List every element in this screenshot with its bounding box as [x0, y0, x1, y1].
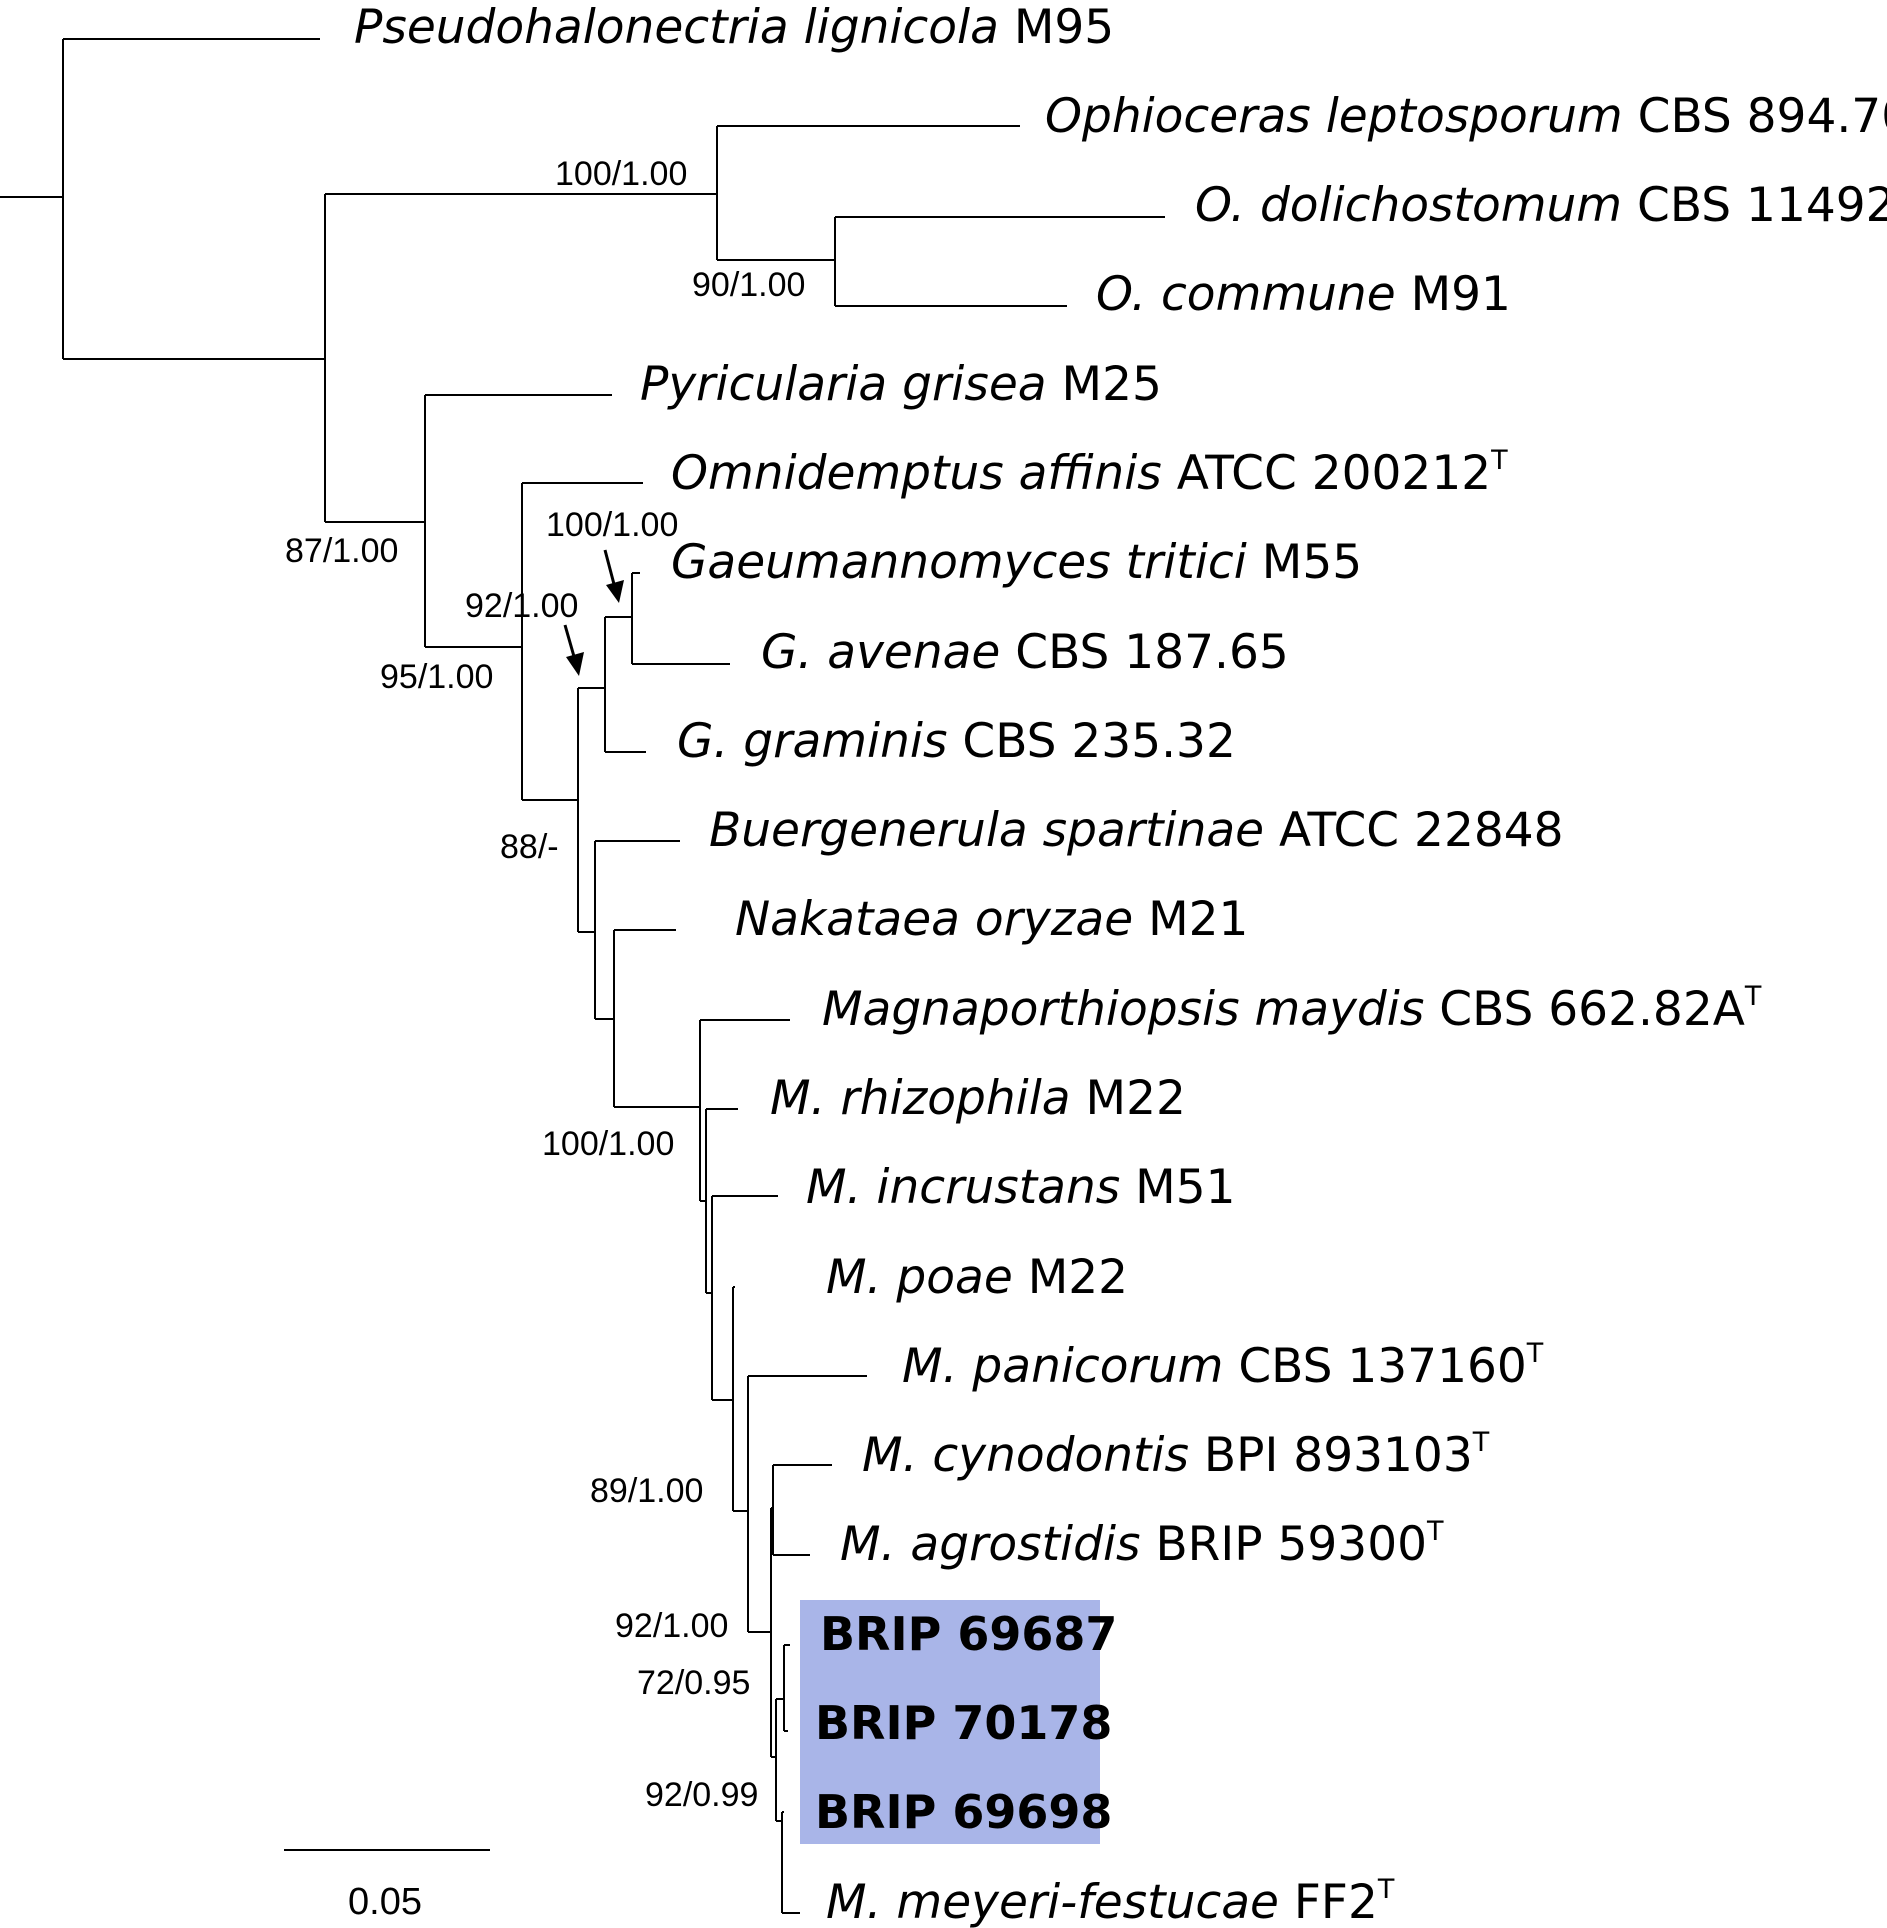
taxon-m-agrostidis: M. agrostidis BRIP 59300T	[840, 1516, 1444, 1572]
taxon-m-cynodontis: M. cynodontis BPI 893103T	[862, 1427, 1490, 1483]
support-node-88: 88/-	[500, 828, 559, 866]
taxon-labels: Pseudohalonectria lignicola M95 Ophiocer…	[354, 0, 1887, 1928]
taxon-brip-69687: BRIP 69687	[820, 1607, 1117, 1661]
support-node-89: 89/1.00	[590, 1472, 703, 1510]
taxon-m-rhizophila: M. rhizophila M22	[770, 1071, 1186, 1126]
support-o-dolicho-commune: 90/1.00	[692, 266, 805, 304]
support-ophioceras-clade: 100/1.00	[555, 155, 687, 193]
taxon-o-dolichostomum: O. dolichostomum CBS 114926	[1195, 178, 1887, 233]
taxon-ophioceras-leptosporum: Ophioceras leptosporum CBS 894.70T	[1045, 88, 1887, 144]
taxon-omnidemptus-affinis: Omnidemptus affinis ATCC 200212T	[671, 445, 1508, 501]
support-ingroup: 87/1.00	[285, 532, 398, 570]
tree-branches	[0, 38, 1165, 1914]
support-node-72: 72/0.95	[637, 1664, 750, 1702]
taxon-magnaporthiopsis-maydis: Magnaporthiopsis maydis CBS 662.82AT	[822, 981, 1762, 1037]
taxon-brip-70178: BRIP 70178	[815, 1696, 1112, 1750]
support-gaeumannomyces-outer: 92/1.00	[465, 587, 578, 625]
taxon-g-avenae: G. avenae CBS 187.65	[761, 625, 1289, 680]
taxon-buergenerula-spartinae: Buergenerula spartinae ATCC 22848	[709, 803, 1564, 858]
support-pyricularia-node: 95/1.00	[380, 658, 493, 696]
taxon-pseudohalonectria-lignicola: Pseudohalonectria lignicola M95	[354, 0, 1114, 55]
taxon-m-meyeri-festucae: M. meyeri-festucae FF2T	[826, 1874, 1395, 1928]
taxon-pyricularia-grisea: Pyricularia grisea M25	[640, 357, 1162, 412]
taxon-m-poae: M. poae M22	[826, 1250, 1128, 1305]
taxon-brip-69698: BRIP 69698	[815, 1785, 1112, 1839]
support-magnaporthiopsis: 100/1.00	[542, 1125, 674, 1163]
support-gaeumannomyces-clade: 100/1.00	[546, 506, 678, 544]
taxon-m-panicorum: M. panicorum CBS 137160T	[902, 1338, 1544, 1394]
node-arrows	[563, 549, 624, 676]
scale-bar-label: 0.05	[348, 1881, 422, 1923]
new-isolates-highlight	[800, 1600, 1100, 1844]
scale-bar: 0.05	[284, 1849, 490, 1923]
support-node-92a: 92/1.00	[615, 1607, 728, 1645]
taxon-g-graminis: G. graminis CBS 235.32	[677, 714, 1236, 769]
support-values: 100/1.00 90/1.00 87/1.00 95/1.00 100/1.0…	[285, 155, 805, 1814]
taxon-nakataea-oryzae: Nakataea oryzae M21	[735, 892, 1248, 947]
support-node-92b: 92/0.99	[645, 1776, 758, 1814]
taxon-gaeumannomyces-tritici: Gaeumannomyces tritici M55	[671, 535, 1362, 590]
taxon-o-commune: O. commune M91	[1096, 267, 1511, 322]
taxon-m-incrustans: M. incrustans M51	[806, 1160, 1236, 1215]
